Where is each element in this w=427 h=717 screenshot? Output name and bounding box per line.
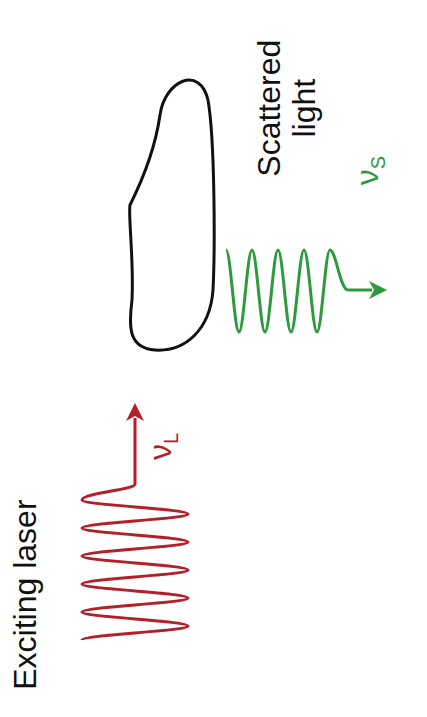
label-text: Scattered light: [251, 40, 322, 177]
scattered-frequency: νS: [351, 155, 390, 184]
label-text: ν: [350, 169, 386, 185]
laser-frequency: νL: [144, 432, 183, 459]
scattered-wave: [226, 250, 372, 332]
subscript: L: [161, 432, 183, 443]
label-text: Exciting laser: [6, 500, 42, 690]
scattered-caption: Scattered light: [252, 18, 322, 198]
laser-wave: [82, 418, 188, 640]
scattered-arrowhead: [369, 281, 387, 299]
laser-caption: Exciting laser: [7, 500, 42, 690]
label-text: ν: [143, 444, 179, 460]
sample-outline: [130, 80, 215, 350]
laser-arrowhead: [126, 403, 144, 421]
subscript: S: [368, 155, 390, 168]
